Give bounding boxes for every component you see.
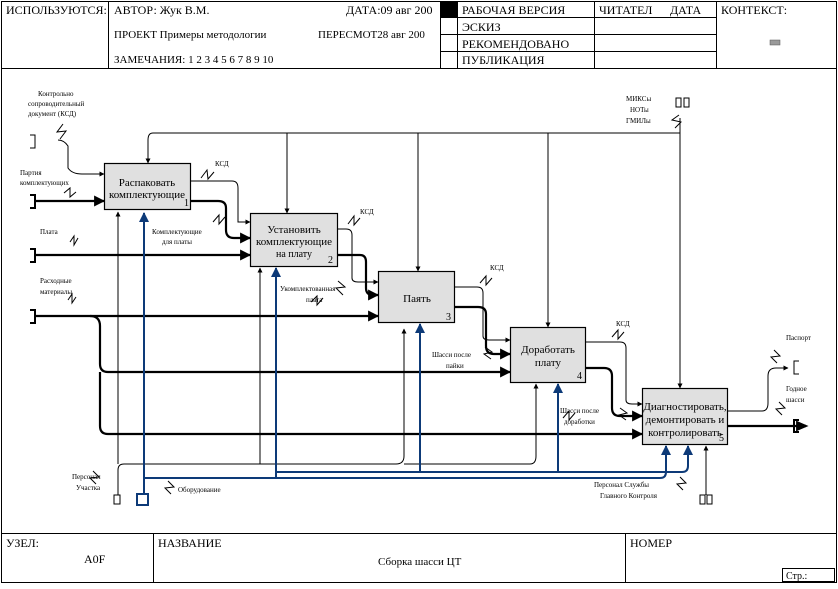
revised-field: ПЕРЕСМОТ28 авг 200 <box>318 29 425 41</box>
status-draft: ЭСКИЗ <box>462 20 501 34</box>
assembled-label-2: плата <box>306 296 323 304</box>
tunnel-marks <box>30 97 809 506</box>
name-value: Сборка шасси ЦТ <box>378 556 462 568</box>
mixs-label-1: МИКСы <box>626 95 651 103</box>
box-4-label-line1: Доработать <box>521 344 575 356</box>
box-5-label-line3: контролировать <box>648 427 722 439</box>
staff-site-label-1: Персонал <box>72 473 101 481</box>
ready-chassis-label-1: Годное <box>786 385 807 393</box>
equipment-label: Оборудование <box>178 486 221 494</box>
staff-qc-label-1: Персонал Службы <box>594 481 649 489</box>
mixs-label-2: НОТы <box>630 106 649 114</box>
name-label: НАЗВАНИЕ <box>158 536 222 550</box>
batch-label-1: Партия <box>20 169 42 177</box>
node-value: A0F <box>84 552 106 566</box>
box-2-number: 2 <box>328 255 333 266</box>
batch-label-2: комплектующих <box>20 179 69 187</box>
equipment-arrows <box>139 212 693 495</box>
box-5-number: 5 <box>719 433 724 444</box>
ksd-label-2: КСД <box>360 208 374 216</box>
box-4-number: 4 <box>577 371 582 382</box>
box-5-label-line2: демонтировать и <box>646 414 725 426</box>
reader-label: ЧИТАТЕЛ <box>599 3 652 17</box>
box-4-label-line2: плату <box>535 357 562 369</box>
components-label-1: Комплектующие <box>152 228 202 236</box>
box-3-number: 3 <box>446 312 451 323</box>
chassis-after-solder-2: пайки <box>446 362 464 370</box>
mixs-label-3: ГМИЛы <box>626 117 651 125</box>
status-publication: ПУБЛИКАЦИЯ <box>462 53 545 67</box>
box-5-label-line1: Диагностировать, <box>643 401 726 413</box>
control-docs-label-2: сопроводительный <box>28 100 85 108</box>
control-docs-label-1: Контрольно <box>38 90 74 98</box>
activity-box-1[interactable]: Распаковать комплектующие 1 <box>103 162 192 211</box>
author-field: АВТОР: Жук В.М. <box>114 3 209 17</box>
activity-box-5[interactable]: Диагностировать, демонтировать и контрол… <box>641 387 729 446</box>
page-label: Стр.: <box>786 571 807 582</box>
box-1-label-line2: комплектующие <box>109 189 185 201</box>
assembled-label-1: Укомплектованная <box>280 285 336 293</box>
box-2-label-line2: комплектующие <box>256 236 332 248</box>
node-label: УЗЕЛ: <box>6 536 39 550</box>
consumables-label-1: Расходные <box>40 277 72 285</box>
activity-box-4[interactable]: Доработать плату 4 <box>509 326 587 384</box>
status-working-marker <box>441 2 457 17</box>
staff-site-label-2: Участка <box>76 484 101 492</box>
ksd-label-1: КСД <box>215 160 229 168</box>
number-label: НОМЕР <box>630 536 672 550</box>
context-thumbnail <box>769 39 781 46</box>
staff-qc-label-2: Главного Контроля <box>600 492 658 500</box>
chassis-after-rework-1: Шасси после <box>560 407 599 415</box>
activity-boxes: Распаковать комплектующие 1 Установить к… <box>103 162 729 446</box>
date-field: ДАТА:09 авг 200 <box>346 3 432 17</box>
consumables-label-2: материалы <box>40 288 72 296</box>
status-recommended: РЕКОМЕНДОВАНО <box>462 37 569 51</box>
chassis-after-rework-2: доработки <box>564 418 595 426</box>
used-in-label: ИСПОЛЬЗУЮТСЯ: <box>6 3 107 17</box>
project-field: ПРОЕКТ Примеры методологии <box>114 29 267 41</box>
ksd-label-4: КСД <box>616 320 630 328</box>
activity-box-2[interactable]: Установить комплектующие на плату 2 <box>249 212 339 268</box>
box-1-number: 1 <box>184 198 189 209</box>
notes-field: ЗАМЕЧАНИЯ: 1 2 3 4 5 6 7 8 9 10 <box>114 54 274 66</box>
passport-label: Паспорт <box>786 334 811 342</box>
activity-box-3[interactable]: Паять 3 <box>377 270 456 324</box>
status-working: РАБОЧАЯ ВЕРСИЯ <box>462 3 565 17</box>
ready-chassis-label-2: шасси <box>786 396 805 404</box>
chassis-after-solder-1: Шасси после <box>432 351 471 359</box>
box-1-label-line1: Распаковать <box>119 177 175 189</box>
box-2-label-line3: на плату <box>276 249 312 260</box>
board-label: Плата <box>40 228 59 236</box>
box-2-label-line1: Установить <box>267 224 320 236</box>
control-docs-label-3: документ (КСД) <box>28 110 77 118</box>
context-label: КОНТЕКСТ: <box>721 3 787 17</box>
ksd-label-3: КСД <box>490 264 504 272</box>
footer-frame <box>1 533 837 583</box>
reader-date-label: ДАТА <box>670 3 702 17</box>
arrow-labels: Контрольно сопроводительный документ (КС… <box>20 90 811 500</box>
components-label-2: для платы <box>162 238 192 246</box>
box-3-label-line1: Паять <box>403 293 431 305</box>
